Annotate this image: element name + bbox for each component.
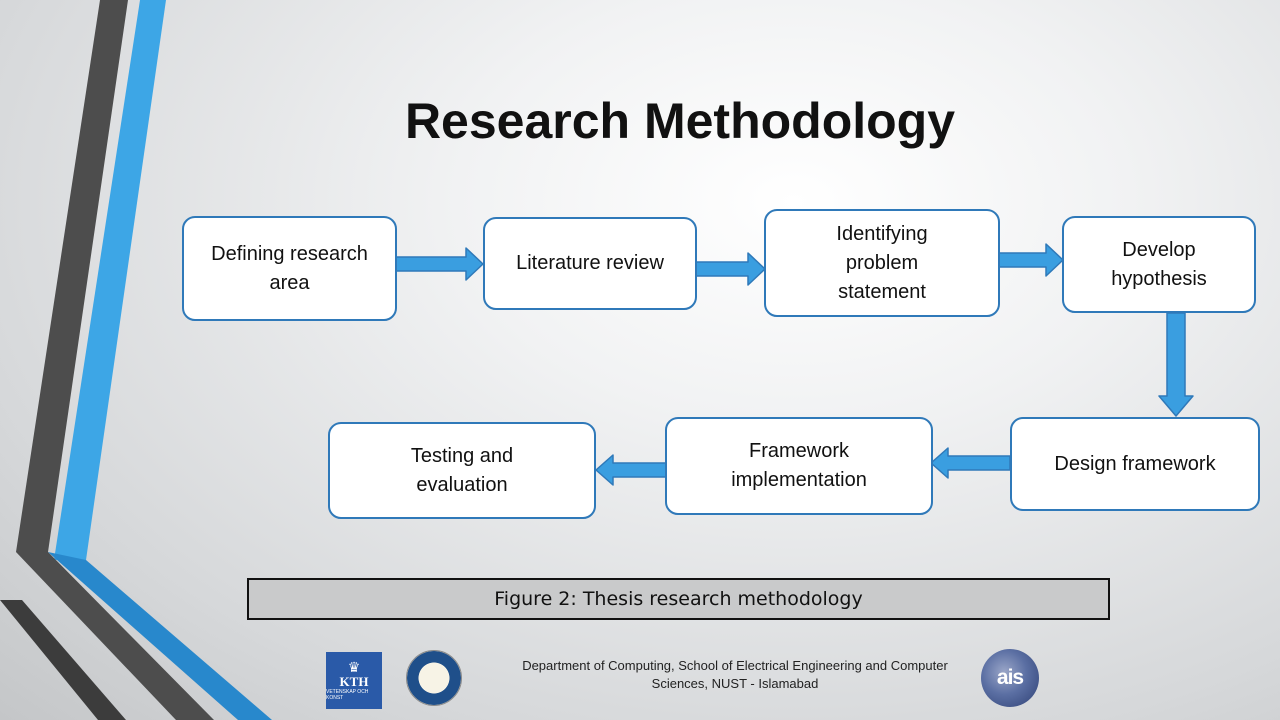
footer-line-2: Sciences, NUST - Islamabad xyxy=(651,676,819,691)
arrow-hypothesis-to-design xyxy=(1158,312,1194,417)
dark-stripe-lower-2 xyxy=(0,600,126,720)
arrow-defining-to-literature xyxy=(395,247,484,281)
arrow-problem-to-hypothesis xyxy=(997,243,1064,277)
crown-icon: ♛ xyxy=(347,659,361,675)
step-defining-research-area: Defining research area xyxy=(182,216,397,321)
step-label: Literature review xyxy=(516,252,664,274)
step-label: Design framework xyxy=(1054,452,1216,475)
ais-logo-text: ais xyxy=(996,666,1024,689)
blue-stripe-lower xyxy=(48,552,272,720)
figure-caption-text: Figure 2: Thesis research methodology xyxy=(494,588,863,610)
step-label: Framework implementation xyxy=(731,440,867,491)
kth-logo: ♛ KTH VETENSKAP OCH KONST xyxy=(326,652,382,709)
step-label: Defining research area xyxy=(211,242,368,294)
step-label: Develop hypothesis xyxy=(1111,238,1207,290)
step-label: Testing and evaluation xyxy=(410,444,514,496)
step-literature-review: Literature review xyxy=(483,217,697,310)
decorative-stripes xyxy=(0,0,272,720)
footer-department: Department of Computing, School of Elect… xyxy=(475,657,995,693)
figure-caption: Figure 2: Thesis research methodology xyxy=(247,578,1110,620)
footer-line-1: Department of Computing, School of Elect… xyxy=(522,658,948,673)
kth-logo-subtitle: VETENSKAP OCH KONST xyxy=(326,689,369,701)
arrow-implementation-to-testing xyxy=(595,454,667,486)
nust-seal-logo xyxy=(406,650,462,706)
step-identifying-problem-statement: Identifying problem statement xyxy=(764,209,1000,317)
slide-title: Research Methodology xyxy=(404,93,956,149)
step-framework-implementation: Framework implementation xyxy=(665,417,933,515)
step-develop-hypothesis: Develop hypothesis xyxy=(1062,216,1256,313)
arrow-literature-to-problem xyxy=(695,252,766,286)
step-testing-and-evaluation: Testing and evaluation xyxy=(328,422,596,519)
step-label: Identifying problem statement xyxy=(836,222,928,303)
dark-stripe-lower xyxy=(16,552,214,720)
dark-stripe xyxy=(16,0,128,552)
step-design-framework: Design framework xyxy=(1010,417,1260,511)
ais-logo: ais xyxy=(981,649,1039,707)
kth-logo-name: KTH xyxy=(339,674,369,689)
arrow-design-to-implementation xyxy=(930,447,1011,479)
blue-stripe xyxy=(54,0,166,560)
